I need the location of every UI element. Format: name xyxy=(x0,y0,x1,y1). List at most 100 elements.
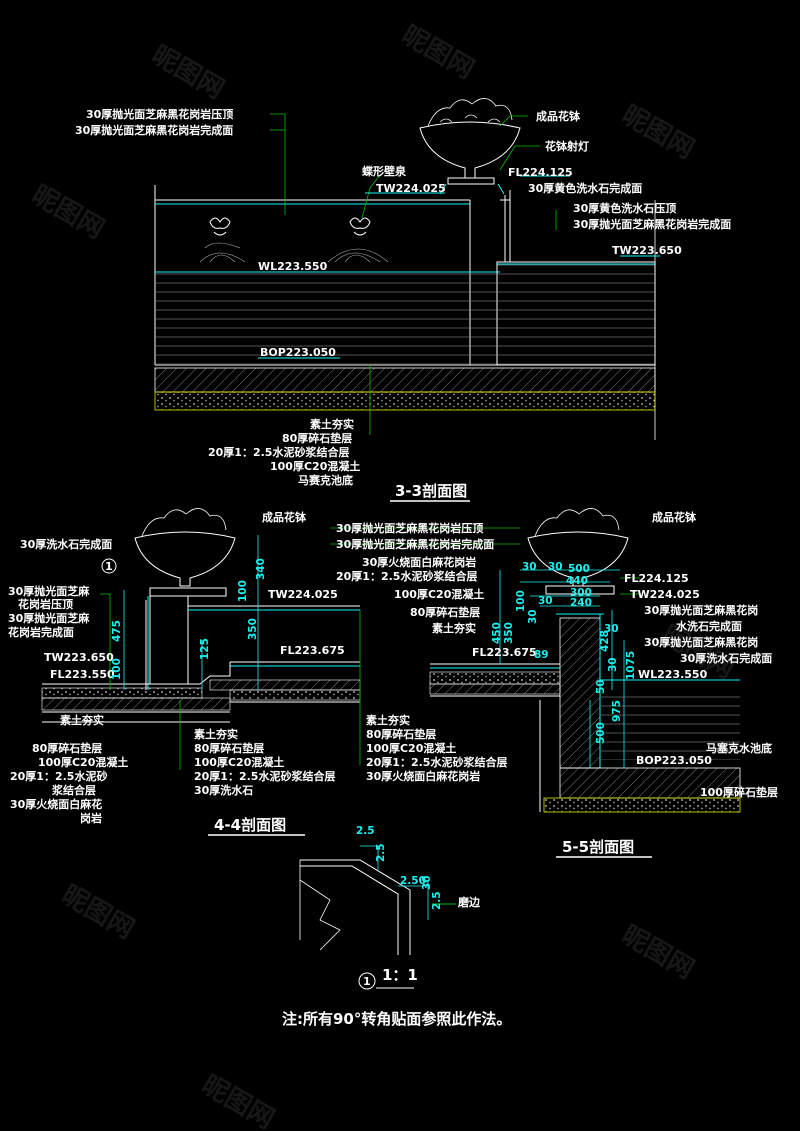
label-r2: 水洗石完成面 xyxy=(676,619,742,633)
dim: 975 xyxy=(611,700,623,722)
label-bop: BOP223.050 xyxy=(636,754,712,767)
label-yellow-cap: 30厚黄色洗水石压顶 xyxy=(573,201,676,215)
section-4-4: 1 成品花钵 30厚洗水石完成面 30厚抛光面芝麻 花岗岩压顶 30厚抛光面芝麻… xyxy=(8,508,507,836)
label-wl: WL223.550 xyxy=(258,260,328,273)
svg-text:昵图网: 昵图网 xyxy=(197,1070,280,1131)
layer-label: 100厚C20混凝土 xyxy=(194,755,284,769)
label-soil: 素土夯实 xyxy=(432,621,476,635)
section-5-5: 30厚抛光面芝麻黑花岗岩压顶 30厚抛光面芝麻黑花岗岩完成面 30厚火烧面白麻花… xyxy=(330,508,778,858)
section-title: 5-5剖面图 xyxy=(562,838,634,856)
dim: 50 xyxy=(595,679,607,694)
dim-340: 340 xyxy=(255,558,267,580)
svg-text:昵图网: 昵图网 xyxy=(617,920,700,985)
label-finish: 30厚抛光面芝麻黑花岗岩完成面 xyxy=(336,537,494,551)
label-cap: 30厚抛光面芝麻黑花岗岩压顶 xyxy=(336,521,483,535)
dim-125: 125 xyxy=(199,638,211,660)
label-flower-bowl: 成品花钵 xyxy=(652,510,697,524)
flower-bowl-icon xyxy=(134,508,236,597)
label-r1: 30厚抛光面芝麻黑花岗 xyxy=(644,603,758,617)
label-fl: FL224.125 xyxy=(508,166,573,179)
layer-label: 80厚碎石垫层 xyxy=(32,741,102,755)
dim-100b: 100 xyxy=(111,658,123,680)
label-fire-granite: 30厚火烧面白麻花岗岩 xyxy=(362,555,476,569)
dim: 30 xyxy=(604,623,619,635)
flower-bowl-icon xyxy=(419,98,521,195)
dim: 350 xyxy=(503,622,515,644)
label-granite-finish-2: 30厚抛光面芝麻黑花岗岩完成面 xyxy=(573,217,731,231)
svg-text:昵图网: 昵图网 xyxy=(147,40,230,105)
layer-label: 素土夯实 xyxy=(366,713,410,727)
layer-label: 80厚碎石垫层 xyxy=(194,741,264,755)
dim: 1075 xyxy=(625,651,637,680)
label-mosaic-bottom: 马塞克水池底 xyxy=(706,741,772,755)
general-note: 注:所有90°转角贴面参照此作法。 xyxy=(282,1010,511,1028)
butterfly-fountain-icon xyxy=(199,217,389,263)
label-cap-a: 30厚抛光面芝麻 xyxy=(8,584,90,598)
section-title: 3-3剖面图 xyxy=(395,482,467,500)
label-fl2: FL223.550 xyxy=(50,668,115,681)
label-concrete: 100厚C20混凝土 xyxy=(394,587,484,601)
dim-100: 100 xyxy=(237,580,249,602)
dim: 500 xyxy=(568,563,590,575)
label-cap-b: 花岗岩压顶 xyxy=(18,597,73,611)
layer-label: 素土夯实 xyxy=(194,727,238,741)
layer-label: 岗岩 xyxy=(80,811,102,825)
label-butterfly-fountain: 蝶形壁泉 xyxy=(362,164,407,178)
dim-2.5b: 2.5 xyxy=(375,843,387,862)
label-tw: TW224.025 xyxy=(630,588,700,601)
dim-2.5c: 2.5 xyxy=(431,891,443,910)
svg-text:昵图网: 昵图网 xyxy=(57,880,140,945)
layer-label: 30厚火烧面白麻花 xyxy=(10,797,102,811)
layer-label: 浆结合层 xyxy=(52,783,96,797)
label-mortar: 20厚1：2.5水泥砂浆结合层 xyxy=(336,569,477,583)
layer-label: 30厚洗水石 xyxy=(194,783,253,797)
dim: 300 xyxy=(570,587,592,599)
dim: 30 xyxy=(548,561,563,573)
section-3-3: 30厚抛光面芝麻黑花岗岩压顶 30厚抛光面芝麻黑花岗岩完成面 成品花钵 花钵射灯… xyxy=(75,98,731,502)
label-bop: BOP223.050 xyxy=(260,346,336,359)
svg-text:昵图网: 昵图网 xyxy=(27,180,110,245)
detail-1-1: 2.5 2.5 2.50 30 2.5 磨边 1 1：1 xyxy=(299,825,481,990)
layer-label: 20厚1：2.5水泥砂浆结合层 xyxy=(194,769,335,783)
dim: 500 xyxy=(595,722,607,744)
layer-label: 100厚C20混凝土 xyxy=(270,459,360,473)
dim: 30 xyxy=(538,595,553,607)
label-r3: 30厚抛光面芝麻黑花岗 xyxy=(644,635,758,649)
label-r4: 30厚洗水石完成面 xyxy=(680,651,772,665)
layer-label: 20厚1：2.5水泥砂浆结合层 xyxy=(366,755,507,769)
layer-label: 素土夯实 xyxy=(310,417,354,431)
label-granite-finish: 30厚抛光面芝麻黑花岗岩完成面 xyxy=(75,123,233,137)
layer-label: 100厚C20混凝土 xyxy=(366,741,456,755)
dim: 100 xyxy=(515,590,527,612)
dim: 240 xyxy=(570,597,592,609)
dim: 450 xyxy=(491,622,503,644)
svg-text:昵图网: 昵图网 xyxy=(617,100,700,165)
detail-scale: 1：1 xyxy=(382,966,418,984)
detail-callout-number: 1 xyxy=(105,560,113,573)
label-granite-cap: 30厚抛光面芝麻黑花岗岩压顶 xyxy=(86,107,233,121)
layer-label: 20厚1：2.5水泥砂 xyxy=(10,769,107,783)
label-bowl-spotlight: 花钵射灯 xyxy=(545,139,589,153)
label-yellow-finish: 30厚黄色洗水石完成面 xyxy=(528,181,642,195)
layer-label: 100厚C20混凝土 xyxy=(38,755,128,769)
dim: 89 xyxy=(534,649,549,661)
dim: 440 xyxy=(566,575,588,587)
label-tw2: TW223.650 xyxy=(612,244,682,257)
dim-475: 475 xyxy=(111,620,123,642)
layer-label: 20厚1：2.5水泥砂浆结合层 xyxy=(208,445,349,459)
dim-30: 30 xyxy=(421,875,433,890)
label-fl: FL223.675 xyxy=(280,644,345,657)
label-gravel: 80厚碎石垫层 xyxy=(410,605,480,619)
layer-label: 马赛克池底 xyxy=(298,473,353,487)
label-flower-bowl: 成品花钵 xyxy=(262,510,307,524)
label-fin-b: 花岗岩完成面 xyxy=(8,625,74,639)
layer-label: 80厚碎石垫层 xyxy=(282,431,352,445)
dim: 30 xyxy=(527,609,539,624)
detail-number: 1 xyxy=(363,975,371,988)
label-wash-finish: 30厚洗水石完成面 xyxy=(20,537,112,551)
dim: 30 xyxy=(522,561,537,573)
label-wl: WL223.550 xyxy=(638,668,708,681)
layer-label: 素土夯实 xyxy=(60,713,104,727)
